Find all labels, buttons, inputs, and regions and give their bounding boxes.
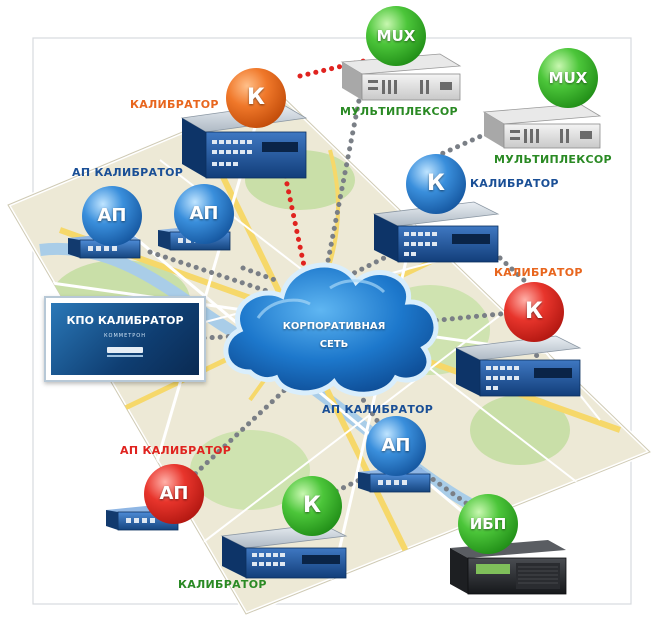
link-k-blue-mux2 [425,129,493,163]
ap-badge-right: АП [174,184,234,244]
calibrator-label-bottom: КАЛИБРАТОР [178,578,267,591]
ap-badge-center: АП [366,416,426,476]
kpo-brand: КОММЕТРОН [103,333,147,339]
mux-badge-1: MUX [366,6,426,66]
calibrator-badge-bottom: К [282,476,342,536]
ap-calibrator-label-top: АП КАЛИБРАТОР [72,166,184,179]
ap-badge-left: АП [82,186,142,246]
link-ap-left-cloud [147,249,273,295]
kpo-bar-2 [107,355,143,357]
ap-calibrator-label-center: АП КАЛИБРАТОР [322,403,434,416]
multiplexer-device-2 [482,103,602,149]
ap-badge-red: АП [144,464,204,524]
cloud-line-2: СЕТЬ [319,339,349,350]
corporate-network-cloud [223,262,439,397]
calibrator-badge-blue: К [406,154,466,214]
multiplexer-label-1: МУЛЬТИПЛЕКСОР [340,105,458,118]
calibrator-rack-blue [372,201,500,263]
ups-device [450,540,567,595]
mux-badge-2: MUX [538,48,598,108]
kpo-screen: КПО КАЛИБРАТОР КОММЕТРОН [51,303,199,375]
calibrator-label-blue: КАЛИБРАТОР [470,177,559,190]
ap-calibrator-label-red: АП КАЛИБРАТОР [120,444,232,457]
calibrator-rack-red [454,335,582,397]
calibrator-label-red: КАЛИБРАТОР [494,266,583,279]
link-k-top-cloud [279,157,311,288]
corporate-network-label: КОРПОРАТИВНАЯ СЕТЬ [262,318,406,354]
multiplexer-label-2: МУЛЬТИПЛЕКСОР [494,153,612,166]
link-ap-pair-cloud [240,265,278,283]
kpo-calibrator-panel: КПО КАЛИБРАТОР КОММЕТРОН [44,296,206,382]
ups-badge: ИБП [458,494,518,554]
calibrator-label-top: КАЛИБРАТОР [130,98,219,111]
cloud-line-1: КОРПОРАТИВНАЯ [282,321,386,332]
link-cloud-ap-red [177,382,293,491]
kpo-bar [107,347,143,353]
link-k-blue-k-red [497,255,529,285]
kpo-title: КПО КАЛИБРАТОР [66,314,184,327]
calibrator-badge-top: К [226,68,286,128]
calibrator-badge-red: К [504,282,564,342]
link-cloud-mux1 [319,92,363,295]
frame-border [32,37,632,605]
